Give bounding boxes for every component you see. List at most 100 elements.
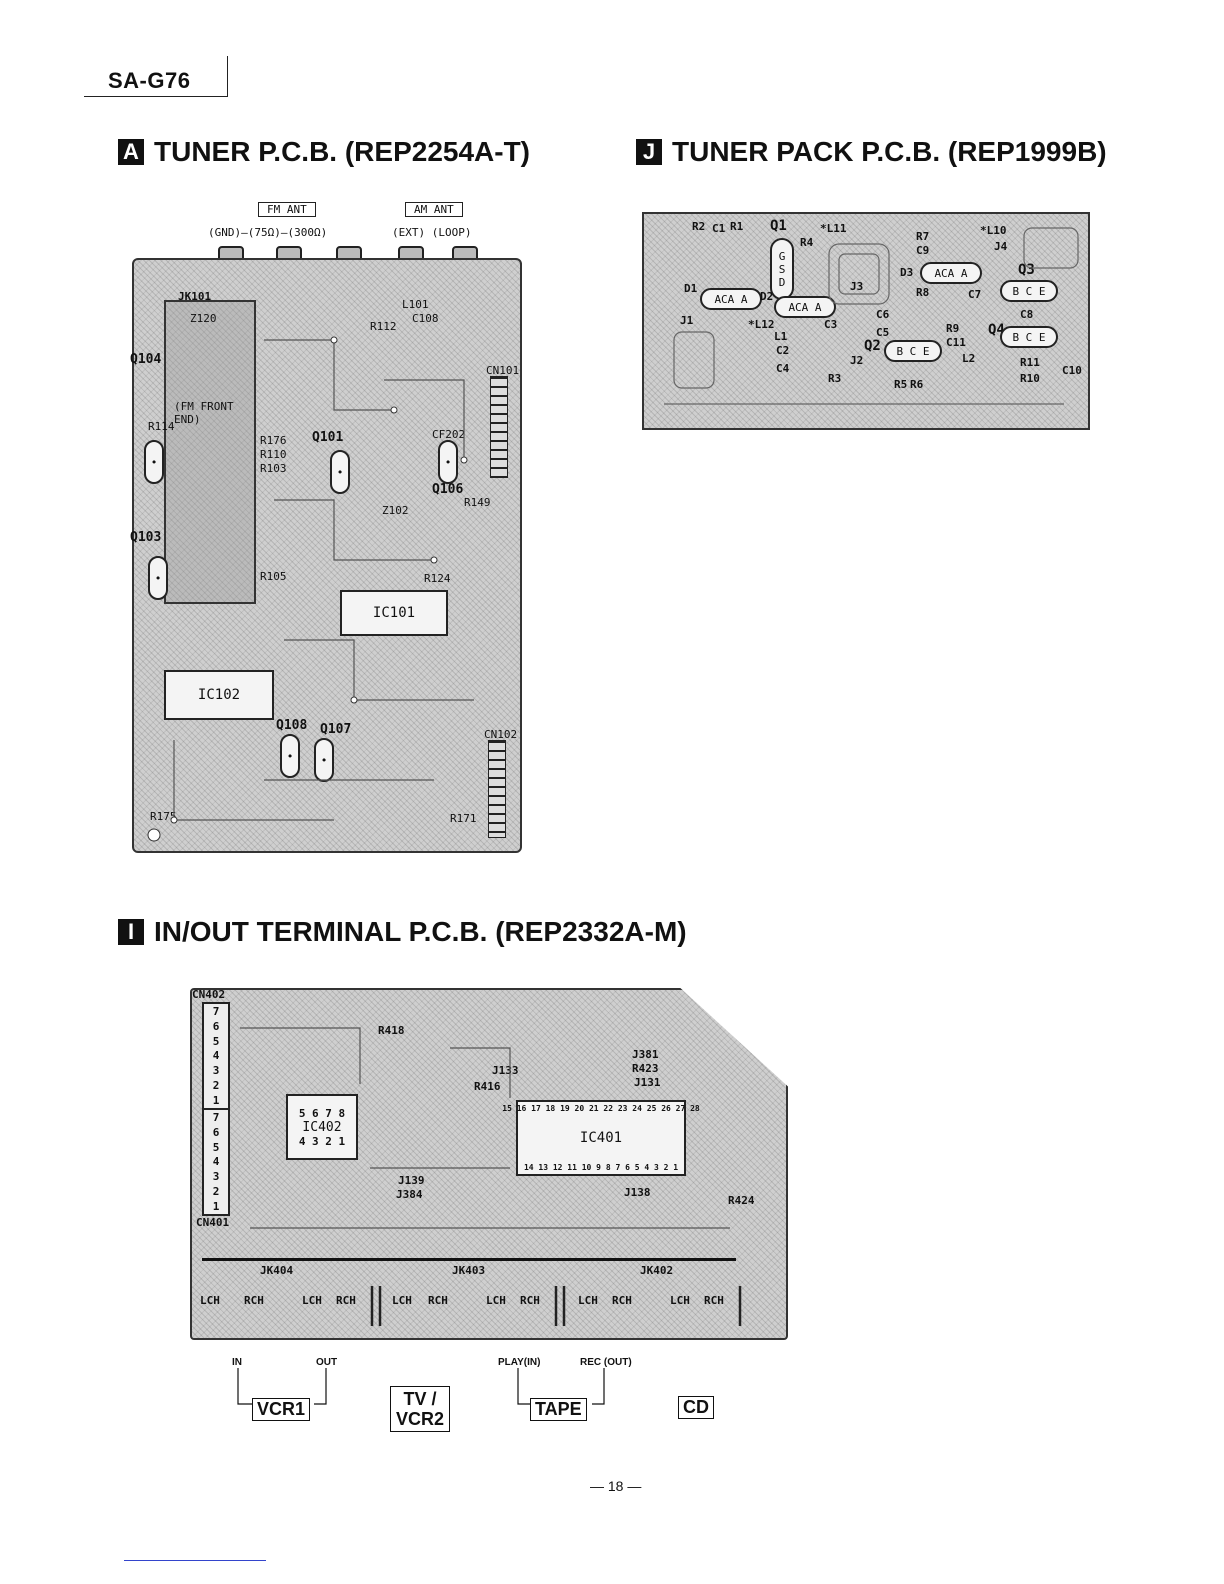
ic101-chip: IC101 xyxy=(340,590,448,636)
ic402-chip: 5 6 7 8 IC402 4 3 2 1 xyxy=(286,1094,358,1160)
q107-transistor: • xyxy=(314,738,334,782)
c5-label: C5 xyxy=(876,326,890,339)
ch-label: RCH xyxy=(428,1294,448,1307)
q103-label: Q103 xyxy=(130,530,162,545)
cn401-pin: 7 xyxy=(212,1110,220,1124)
section-badge-i: I xyxy=(118,919,144,945)
r5-label: R5 xyxy=(894,378,908,391)
d2-diode: ACA A xyxy=(774,296,836,318)
cn101-connector xyxy=(490,376,508,478)
model-number: SA-G76 xyxy=(108,68,191,93)
header-rule-vertical xyxy=(227,56,228,97)
cn401-pin: 5 xyxy=(212,1140,220,1154)
ic102-label: IC102 xyxy=(197,687,241,703)
c3-label: C3 xyxy=(824,318,838,331)
ch-label: LCH xyxy=(200,1294,220,1307)
r9-label: R9 xyxy=(946,322,960,335)
r10-label: R10 xyxy=(1020,372,1040,385)
j139-label: J139 xyxy=(398,1174,425,1187)
q3-bce: B C E xyxy=(1012,284,1046,298)
jk101-label: JK101 xyxy=(178,290,212,303)
q104-label: Q104 xyxy=(130,352,162,367)
cn402-pin: 1 xyxy=(212,1093,220,1107)
q1-s: S xyxy=(778,262,786,276)
rec-out-caption: REC (OUT) xyxy=(580,1357,632,1368)
tuner-pack-pcb: R2 C1 R1 Q1 *L11 R4 G S D R7 *L10 C9 J4 … xyxy=(642,212,1090,430)
q108-label: Q108 xyxy=(276,718,308,733)
header-rule xyxy=(84,96,228,97)
r416-label: R416 xyxy=(474,1080,501,1093)
r3-label: R3 xyxy=(828,372,842,385)
q1-d: D xyxy=(778,275,786,289)
fm-ant-terminals: (GND)—(75Ω)—(300Ω) xyxy=(208,226,328,239)
tuner-pack-traces xyxy=(664,227,1079,405)
q2-transistor: B C E xyxy=(884,340,942,362)
l1-label: L1 xyxy=(774,330,788,343)
cn401-pin: 4 xyxy=(212,1155,220,1169)
r175-label: R175 xyxy=(150,810,177,823)
r103-label: R103 xyxy=(260,462,287,475)
tape-label: TAPE xyxy=(530,1398,587,1421)
r4-label: R4 xyxy=(800,236,814,249)
r11-label: R11 xyxy=(1020,356,1040,369)
fm-front-end-block xyxy=(164,300,256,604)
c4-label: C4 xyxy=(776,362,790,375)
d1-diode: ACA A xyxy=(700,288,762,310)
ch-label: RCH xyxy=(336,1294,356,1307)
d2-label: D2 xyxy=(760,290,774,303)
cn401-pin: 3 xyxy=(212,1170,220,1184)
d3-diode: ACA A xyxy=(920,262,982,284)
r114-label: R114 xyxy=(148,420,175,433)
ch-label: LCH xyxy=(302,1294,322,1307)
d3-label: D3 xyxy=(900,266,914,279)
r6-label: R6 xyxy=(910,378,924,391)
cn402-pin: 6 xyxy=(212,1019,220,1033)
q4-transistor: B C E xyxy=(1000,326,1058,348)
c8-label: C8 xyxy=(1020,308,1034,321)
q3-transistor: B C E xyxy=(1000,280,1058,302)
cn402-label: CN402 xyxy=(192,988,226,1001)
am-ant-terminals: (EXT) (LOOP) xyxy=(392,226,472,239)
ic102-chip: IC102 xyxy=(164,670,274,720)
q108-transistor: • xyxy=(280,734,300,778)
vcr1-label: VCR1 xyxy=(252,1398,311,1421)
r112-label: R112 xyxy=(370,320,397,333)
ic401-chip: 15 16 17 18 19 20 21 22 23 24 25 26 27 2… xyxy=(502,1100,700,1176)
d2-text: ACA A xyxy=(788,300,822,314)
tv-vcr2-line2: VCR2 xyxy=(396,1409,445,1429)
cn401-pin: 1 xyxy=(212,1199,220,1213)
q2-label: Q2 xyxy=(864,338,881,354)
c6-label: C6 xyxy=(876,308,890,321)
ic402-bottom-pins: 4 3 2 1 xyxy=(298,1134,346,1148)
cf202-label: CF202 xyxy=(432,428,466,441)
c1-label: C1 xyxy=(712,222,726,235)
in-caption: IN xyxy=(232,1357,242,1368)
ic402-top-pins: 5 6 7 8 xyxy=(298,1106,346,1120)
fm-ant-label: FM ANT xyxy=(258,202,316,217)
cn102-label: CN102 xyxy=(484,728,518,741)
c7-label: C7 xyxy=(968,288,982,301)
jack-divider-bar xyxy=(202,1258,736,1261)
ch-label: RCH xyxy=(704,1294,724,1307)
cn401-pin: 2 xyxy=(212,1185,220,1199)
c2-label: C2 xyxy=(776,344,790,357)
j3-label: J3 xyxy=(850,280,864,293)
ic401-bottom-pins: 14 13 12 11 10 9 8 7 6 5 4 3 2 1 xyxy=(523,1163,679,1172)
c10-label: C10 xyxy=(1062,364,1082,377)
r105-label: R105 xyxy=(260,570,287,583)
c11-label: C11 xyxy=(946,336,966,349)
r424-label: R424 xyxy=(728,1194,755,1207)
q3-label: Q3 xyxy=(1018,262,1035,278)
tuner-pack-section-title: J TUNER PACK P.C.B. (REP1999B) xyxy=(636,136,1107,168)
r418-label: R418 xyxy=(378,1024,405,1037)
r2-label: R2 xyxy=(692,220,706,233)
j2-label: J2 xyxy=(850,354,864,367)
am-ant-label: AM ANT xyxy=(405,202,463,217)
ic401-label: IC401 xyxy=(579,1130,623,1146)
z120-label: Z120 xyxy=(190,312,217,325)
tuner-traces xyxy=(147,336,474,842)
l2-label: L2 xyxy=(962,352,976,365)
ch-label: RCH xyxy=(612,1294,632,1307)
cn402-pin: 5 xyxy=(212,1034,220,1048)
q106-transistor: • xyxy=(438,440,458,484)
